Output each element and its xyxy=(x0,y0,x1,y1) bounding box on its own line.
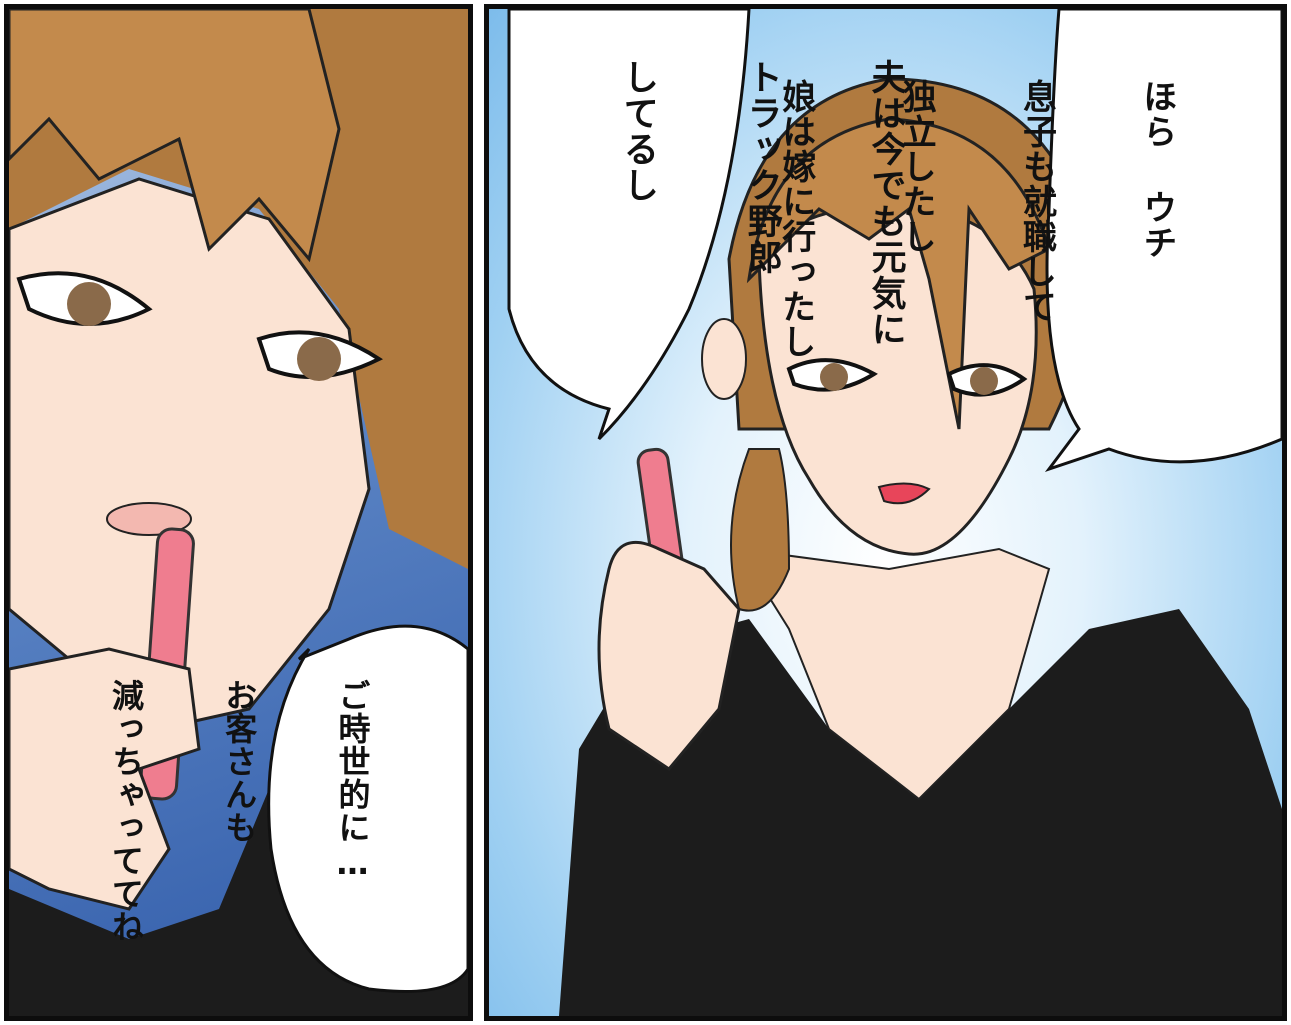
iris-left xyxy=(820,363,848,391)
hand xyxy=(597,540,741,771)
speech-line: お客さんも xyxy=(220,679,259,844)
iris-right xyxy=(970,367,998,395)
speech-line: 独立したし xyxy=(896,79,937,254)
speech-text-center: 夫は今でも元気に トラック野郎 してるし xyxy=(534,59,988,347)
speech-text-right: ほら ウチ 息子も就職して 独立したし 娘は嫁に行ったし xyxy=(695,79,1257,359)
speech-line: 夫は今でも元気に xyxy=(865,59,906,347)
ponytail xyxy=(730,448,791,612)
speech-line: ほら ウチ xyxy=(1136,79,1177,260)
manga-panel-left: ご時世的に… お客さんも 減っちゃっててね xyxy=(4,4,473,1021)
bangs xyxy=(746,117,1051,430)
speech-text-left-panel: ご時世的に… お客さんも 減っちゃっててね xyxy=(31,679,446,943)
iris-left xyxy=(67,282,111,326)
speech-line: してるし xyxy=(617,59,658,203)
speech-line: トラック野郎 xyxy=(741,59,782,275)
speech-bubble-left-panel xyxy=(267,624,468,993)
iris-right xyxy=(297,337,341,381)
speech-bubble-center xyxy=(507,9,751,441)
ear xyxy=(701,318,747,400)
speech-line: 息子も就職して xyxy=(1016,79,1057,324)
manga-panel-right: 夫は今でも元気に トラック野郎 してるし ほら ウチ 息子も就職して 独立したし… xyxy=(484,4,1287,1021)
shirt xyxy=(559,609,1282,1016)
speech-line: 娘は嫁に行ったし xyxy=(775,79,816,359)
neck xyxy=(737,547,1051,801)
left-panel-illustration xyxy=(9,9,468,1016)
bangs xyxy=(9,9,341,263)
right-panel-illustration xyxy=(507,9,1282,1016)
speech-bubble-right xyxy=(1044,9,1282,472)
speech-line: 減っちゃっててね xyxy=(107,679,145,943)
mouth xyxy=(877,482,931,505)
hand xyxy=(9,647,201,911)
speech-line: ご時世的に… xyxy=(333,679,372,883)
mouth xyxy=(106,502,192,536)
